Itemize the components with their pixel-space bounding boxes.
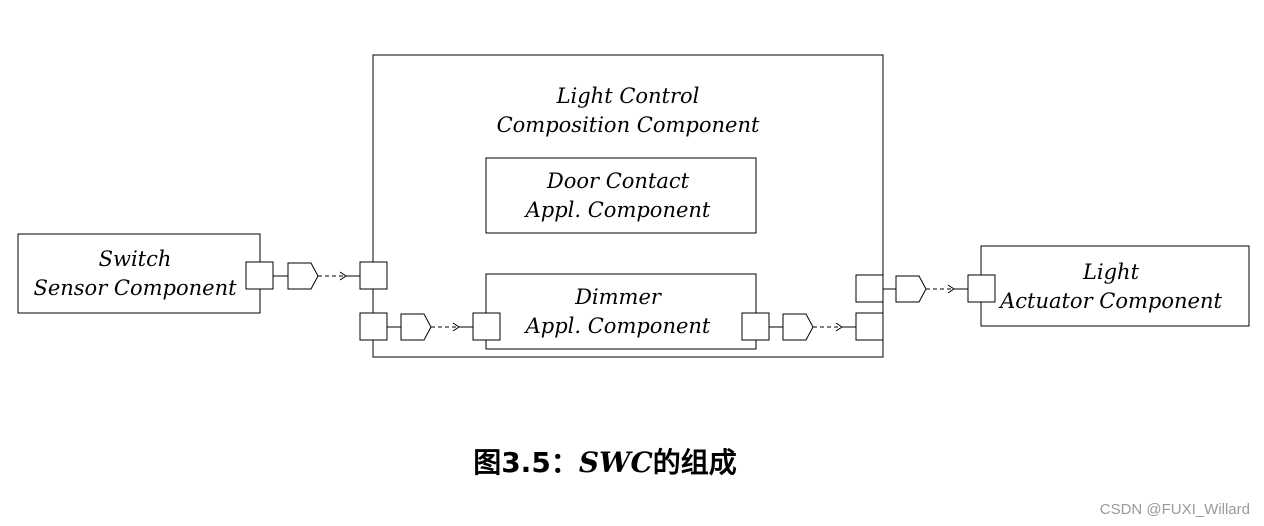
figure-caption: 图3.5：SWC的组成 (473, 446, 737, 479)
door-contact-label-line1: Door Contact (546, 169, 690, 193)
switch-sensor-label-line2: Sensor Component (33, 276, 237, 300)
door-contact-component-box (485, 157, 757, 234)
composition-inner-delegation-port (359, 312, 388, 341)
dimmer-label-line2: Appl. Component (524, 314, 711, 338)
sender-receiver-interface-icon (400, 313, 432, 341)
switch-sensor-label-line1: Switch (99, 247, 172, 271)
sender-receiver-interface-icon (287, 262, 319, 290)
sender-receiver-interface-icon (895, 275, 927, 303)
composition-in-port (359, 261, 388, 290)
caption-prefix: 图3.5： (473, 446, 579, 479)
composition-inner-out-port (855, 312, 884, 341)
light-actuator-in-port (967, 274, 996, 303)
caption-swc: SWC (579, 446, 654, 479)
dimmer-in-port (472, 312, 501, 341)
dimmer-label-line1: Dimmer (574, 285, 663, 309)
watermark: CSDN @FUXI_Willard (1100, 501, 1250, 518)
switch-sensor-out-port (245, 261, 274, 290)
sender-receiver-interface-icon (782, 313, 814, 341)
light-actuator-label-line2: Actuator Component (998, 289, 1222, 313)
composition-out-port (855, 274, 884, 303)
switch-sensor-component-box (17, 233, 261, 314)
caption-suffix: 的组成 (653, 446, 737, 479)
composition-label-line1: Light Control (556, 84, 700, 108)
door-contact-label-line2: Appl. Component (524, 198, 711, 222)
dimmer-out-port (741, 312, 770, 341)
composition-label-line2: Composition Component (497, 113, 760, 137)
dimmer-component-box (485, 273, 757, 350)
light-actuator-label-line1: Light (1082, 260, 1140, 284)
light-actuator-component-box (980, 245, 1250, 327)
